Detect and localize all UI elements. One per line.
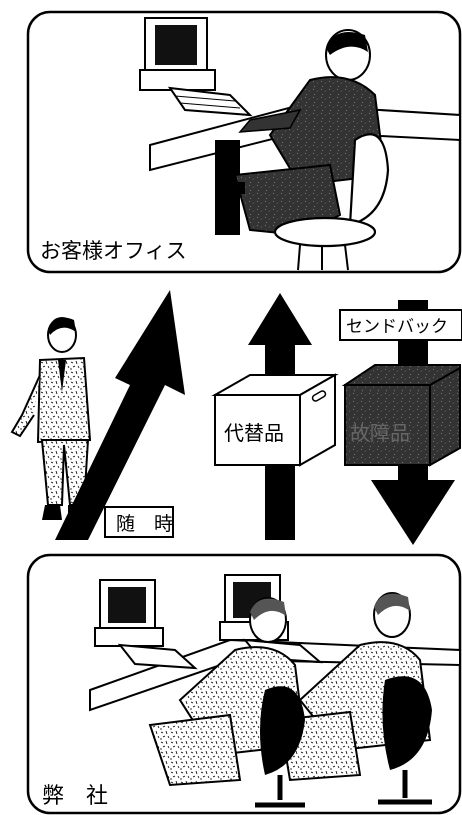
- customer-office-label: お客様オフィス: [40, 239, 187, 263]
- computer-monitor-icon: [139, 17, 253, 117]
- company-panel: 弊 社: [26, 553, 462, 815]
- send-back-label-box: センドバック: [339, 309, 462, 341]
- anytime-label-box: 随 時: [104, 506, 174, 538]
- faulty-box-icon: 故障品: [341, 364, 461, 467]
- faulty-label: 故障品: [350, 421, 410, 445]
- replacement-label: 代替品: [224, 421, 284, 445]
- service-engineer-icon: [10, 317, 92, 520]
- company-label: 弊 社: [42, 784, 108, 809]
- office-chair-icon: [378, 676, 432, 805]
- anytime-arrow: [55, 290, 185, 540]
- customer-office-panel: お客様オフィス: [26, 10, 462, 274]
- anytime-label: 随 時: [116, 513, 173, 535]
- customer-person-icon: [215, 29, 387, 237]
- send-back-label: センドバック: [346, 317, 448, 337]
- office-chair-icon: [255, 686, 305, 808]
- keyboard-icon: [167, 86, 253, 117]
- office-chair-icon: [273, 133, 390, 271]
- replacement-box-icon: 代替品: [211, 373, 339, 467]
- computer-monitor-icon: [94, 579, 198, 670]
